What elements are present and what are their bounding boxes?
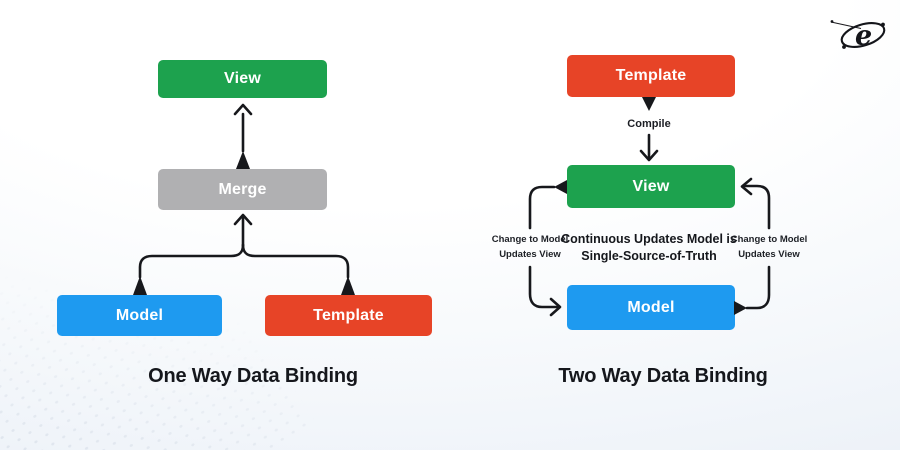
one-way-view-box: View	[158, 60, 327, 98]
one-way-caption: One Way Data Binding	[148, 365, 358, 387]
two-way-model-label: Model	[627, 298, 675, 316]
right-flow-label-line2: Updates View	[738, 248, 800, 260]
one-way-view-label: View	[224, 70, 261, 87]
merge-to-view-arrow	[233, 103, 253, 169]
two-way-template-label: Template	[615, 67, 687, 84]
one-way-merge-box: Merge	[158, 169, 327, 210]
right-flow-label: Change to Model Updates View	[731, 233, 808, 262]
model-template-to-merge-fork-arrow	[133, 213, 355, 295]
center-note: Continuous Updates Model is Single-Sourc…	[561, 231, 737, 266]
one-way-template-box: Template	[265, 295, 432, 336]
logo-letter: e	[855, 21, 872, 52]
left-flow-label: Change to Model Updates View	[492, 233, 569, 262]
two-way-caption: Two Way Data Binding	[558, 365, 768, 387]
one-way-template-label: Template	[313, 306, 384, 324]
one-way-merge-label: Merge	[218, 180, 267, 198]
e-logo-icon: e	[830, 20, 886, 52]
two-way-view-label: View	[632, 177, 670, 195]
center-note-line1: Continuous Updates Model is	[561, 232, 737, 246]
one-way-model-box: Model	[57, 295, 222, 336]
two-way-view-box: View	[567, 165, 735, 208]
center-note-line2: Single-Source-of-Truth	[581, 249, 717, 264]
two-way-model-box: Model	[567, 285, 735, 330]
one-way-model-label: Model	[115, 306, 164, 324]
right-flow-label-line1: Change to Model	[730, 234, 808, 245]
left-flow-label-line2: Updates View	[499, 248, 561, 260]
compile-label: Compile	[627, 118, 671, 130]
left-flow-label-line1: Change to Model	[491, 234, 569, 245]
brand-logo: e	[830, 20, 886, 52]
two-way-template-box: Template	[567, 55, 735, 97]
